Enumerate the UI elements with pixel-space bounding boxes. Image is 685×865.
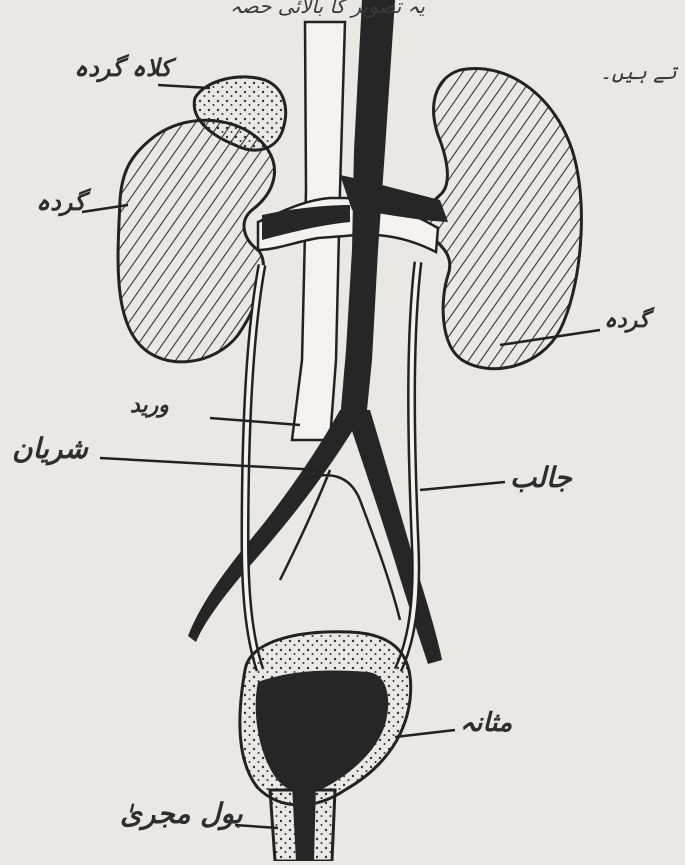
leader-ureter bbox=[420, 482, 505, 490]
label-urethra: بول مجریٰ bbox=[120, 800, 243, 828]
kidney-right bbox=[425, 68, 581, 368]
urethra-channel bbox=[292, 785, 316, 861]
iliac-artery-right bbox=[345, 410, 442, 664]
side-fragment: تے ہیں۔ bbox=[600, 62, 677, 82]
leader-adrenal bbox=[158, 85, 210, 88]
label-adrenal: کلاہ گردہ bbox=[74, 56, 172, 80]
label-artery: شریان bbox=[12, 435, 88, 463]
label-ureter: جالب bbox=[510, 464, 572, 492]
iliac-artery-left bbox=[188, 410, 365, 642]
label-vein: ورید bbox=[130, 395, 169, 417]
label-kidney-right: گردہ bbox=[604, 310, 649, 332]
label-kidney-left: گردہ bbox=[36, 190, 85, 214]
header-fragment: یہ تصویر کا بالائی حصہ bbox=[230, 0, 425, 16]
leader-bladder bbox=[395, 730, 455, 737]
leader-artery bbox=[100, 458, 320, 470]
label-bladder: مثانہ bbox=[460, 710, 512, 736]
leader-vein bbox=[210, 418, 300, 425]
